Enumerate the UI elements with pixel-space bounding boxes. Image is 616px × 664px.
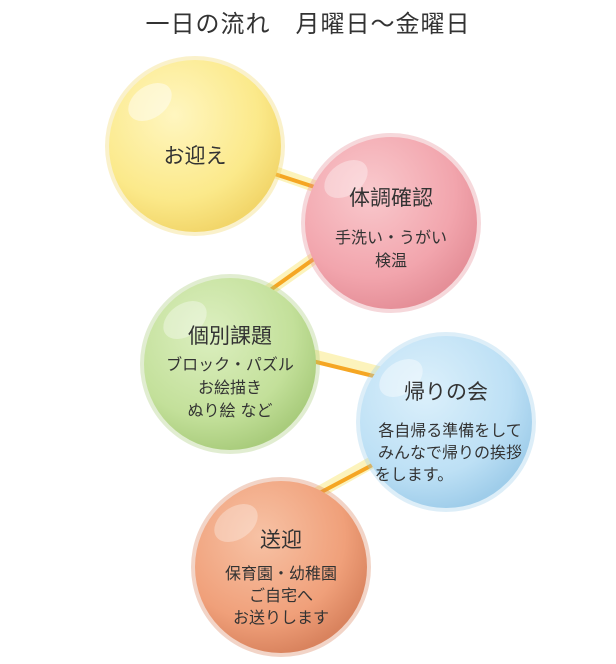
step-3-detail-1: ブロック・パズル: [166, 355, 294, 374]
step-1-heading: お迎え: [163, 144, 227, 168]
connector-4-5: [311, 460, 379, 499]
page-title: 一日の流れ 月曜日～金曜日: [145, 10, 471, 38]
step-4-detail-3: をします。: [374, 465, 454, 484]
step-3-detail-3: ぬり絵 など: [187, 401, 273, 420]
step-4-detail-2: みんなで帰りの挨拶: [377, 443, 522, 462]
step-2-detail-2: 検温: [374, 251, 407, 270]
step-2-detail-1: 手洗い・うがい: [334, 228, 447, 247]
step-3-heading: 個別課題: [188, 324, 272, 348]
step-5-detail-3: お送りします: [232, 608, 329, 627]
step-4-detail-1: 各自帰る準備をして: [378, 421, 522, 440]
step-circle-4: [356, 332, 536, 512]
step-circle-1: [105, 56, 285, 236]
step-4-heading: 帰りの会: [404, 380, 488, 404]
step-5-heading: 送迎: [260, 528, 302, 552]
step-2-heading: 体調確認: [349, 186, 433, 210]
step-5-detail-1: 保育園・幼稚園: [224, 564, 337, 583]
step-5-detail-2: ご自宅へ: [248, 586, 313, 605]
connector-3-4: [307, 358, 383, 380]
step-circle-3: [140, 274, 320, 454]
step-circle-2: [301, 133, 481, 313]
step-circle-5: [191, 477, 371, 657]
step-3-detail-2: お絵描き: [197, 378, 262, 397]
